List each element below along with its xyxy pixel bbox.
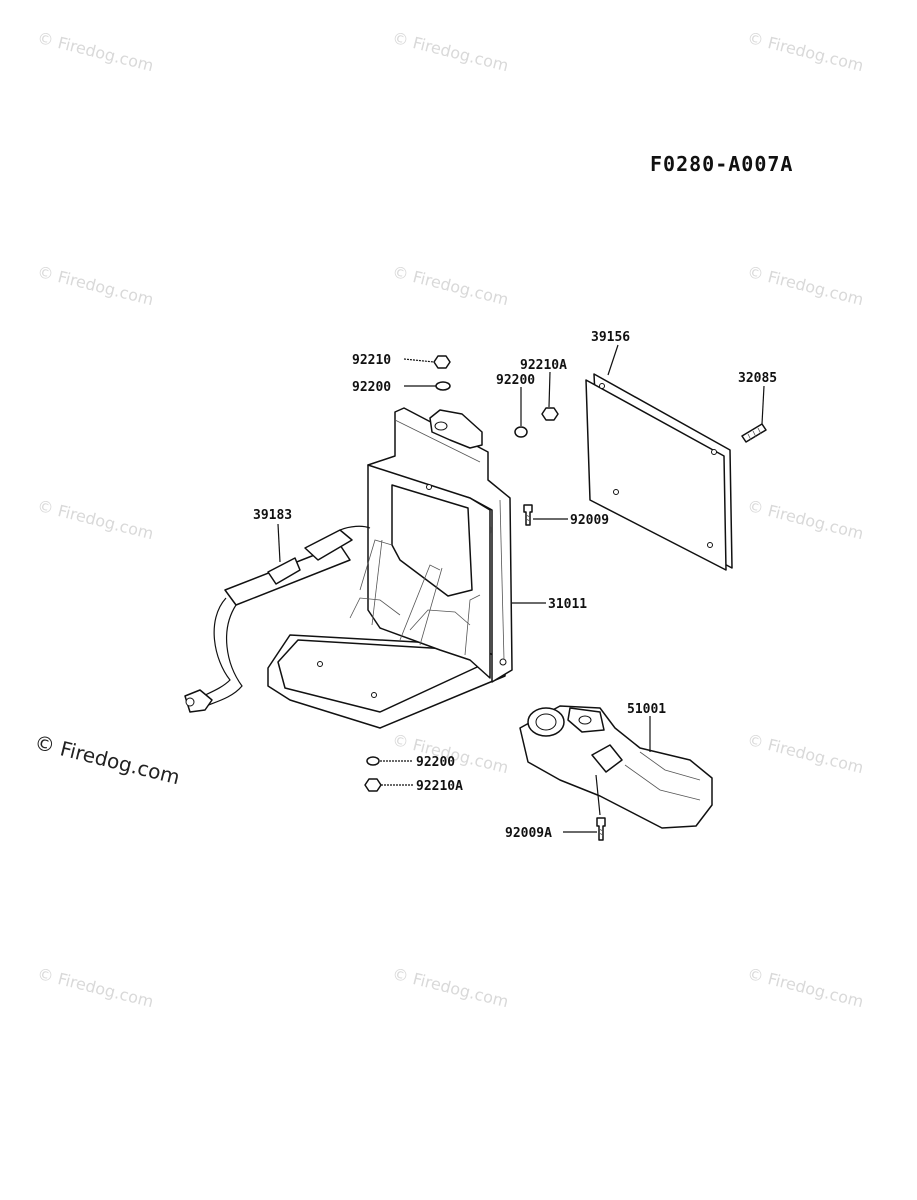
part-number-label: 92210A [416,779,463,794]
plate-39156-drawing [585,373,733,571]
part-number-label: 92210 [352,353,391,368]
part-number-label: 92200 [496,373,535,388]
part-number-label: 31011 [548,597,587,612]
part-number-label: 92210A [520,358,567,373]
part-number-label: 92200 [352,380,391,395]
part-number-label: 32085 [738,371,777,386]
diagram-code: F0280-A007A [650,152,794,176]
part-number-label: 39156 [591,330,630,345]
part-number-label: 51001 [627,702,666,717]
part-number-label: 92200 [416,755,455,770]
frame-31011-drawing [267,407,513,729]
harness-39183-drawing [184,525,371,713]
screw-32085-drawing [741,423,767,443]
fasteners-drawing [364,355,606,841]
part-number-label: 39183 [253,508,292,523]
bracket-51001-drawing [519,705,713,829]
leader-lines [277,344,765,833]
part-number-label: 92009A [505,826,552,841]
part-number-label: 92009 [570,513,609,528]
